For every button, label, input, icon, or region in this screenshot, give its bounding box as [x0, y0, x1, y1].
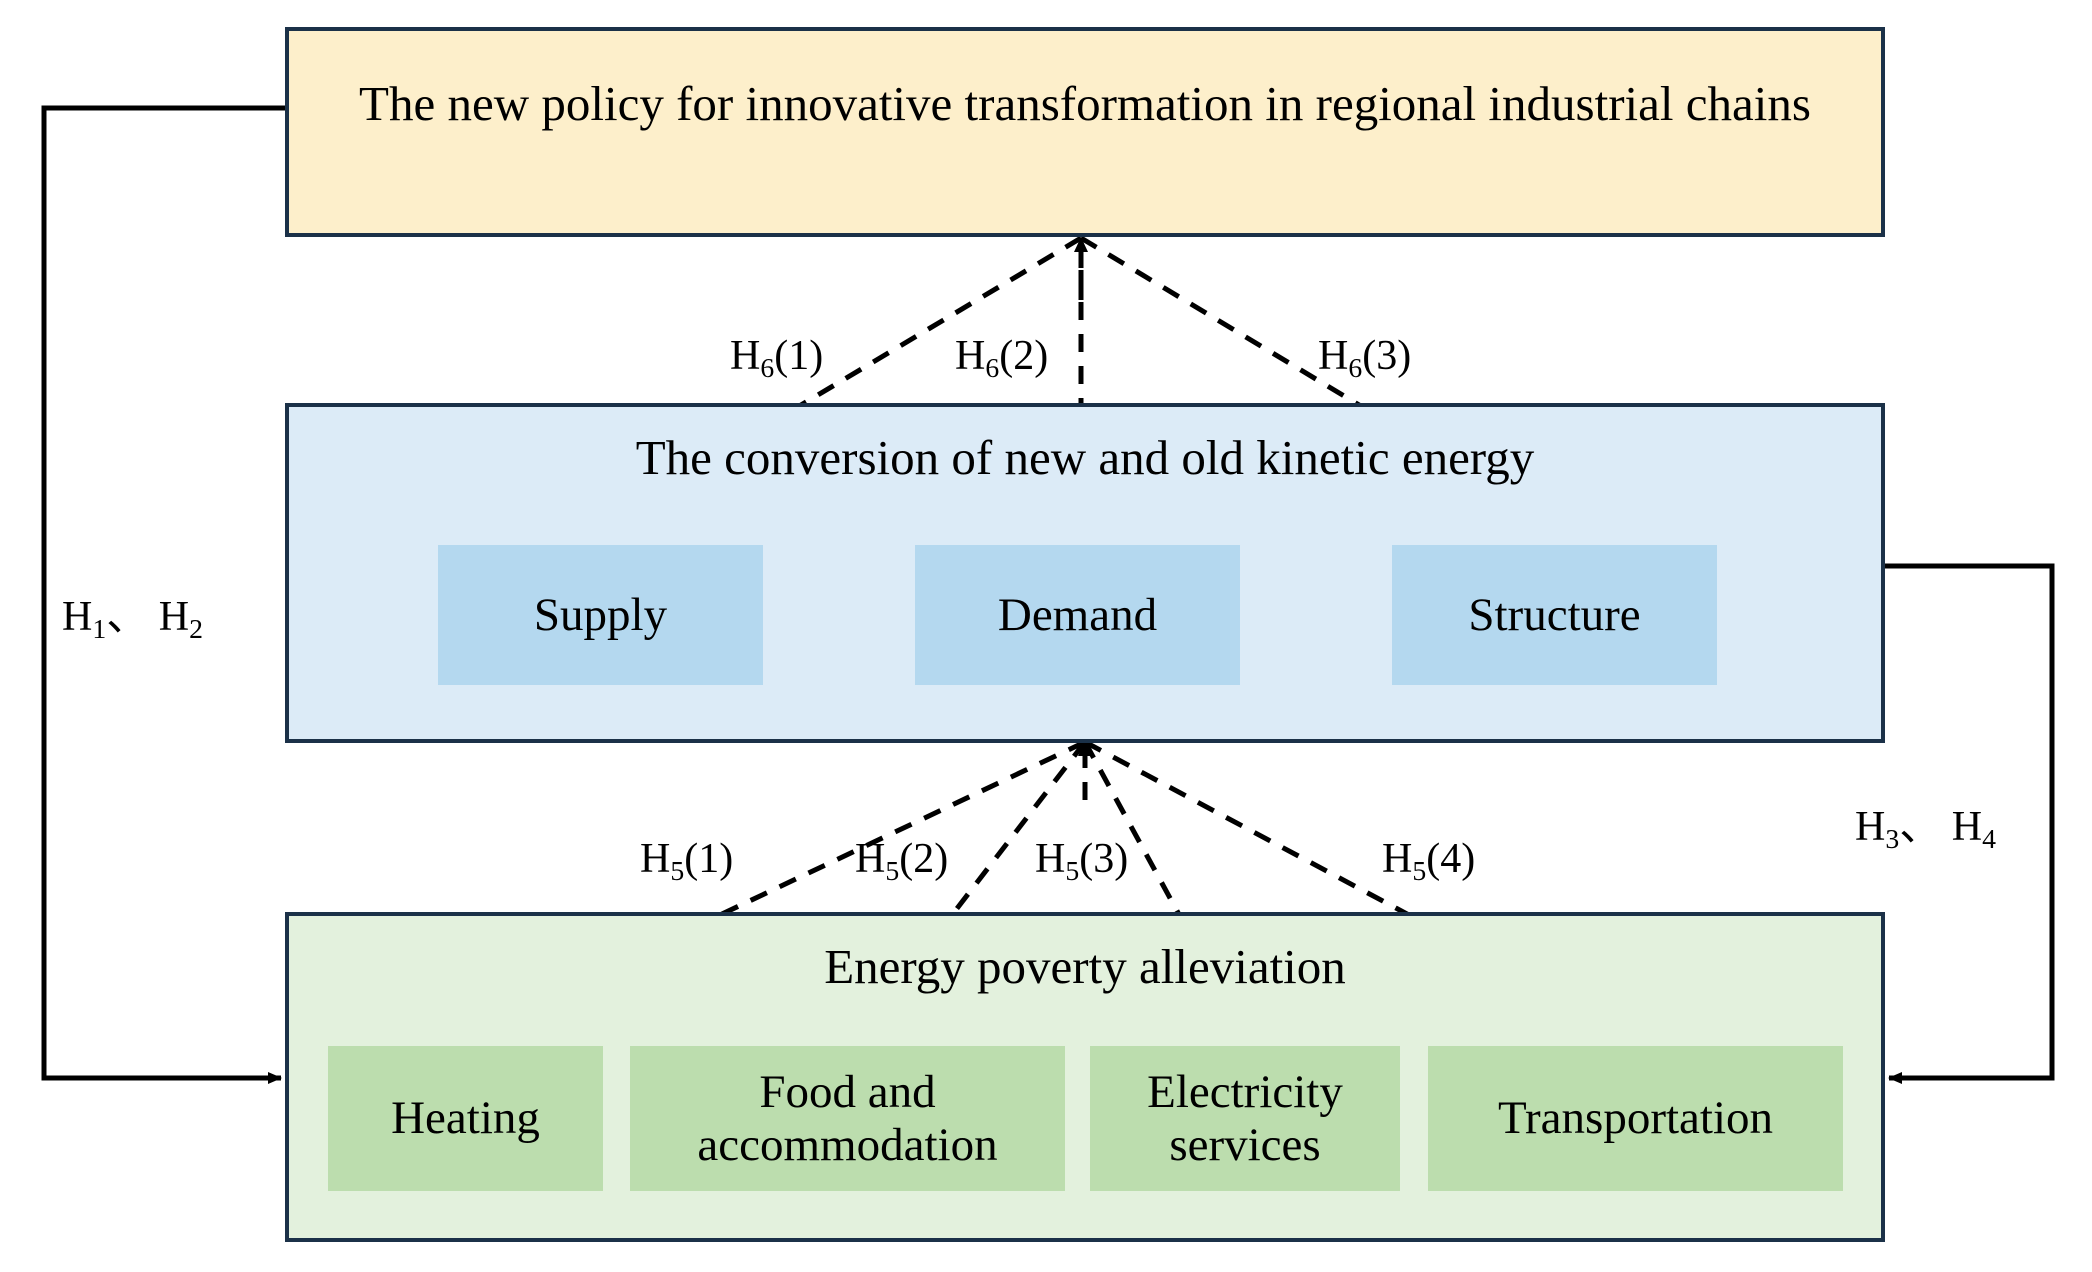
- h6-1-index: (1): [774, 333, 824, 379]
- node-heating-label: Heating: [391, 1092, 540, 1145]
- h6-3-sub: 6: [1348, 351, 1363, 383]
- hypothesis-label-h6-1: H6(1): [730, 332, 823, 384]
- node-demand[interactable]: Demand: [915, 545, 1240, 685]
- h5-1-index: (1): [684, 836, 734, 882]
- hypothesis-sub-2: 2: [189, 612, 203, 644]
- node-demand-label: Demand: [997, 588, 1158, 641]
- hypothesis-base-h1: H: [62, 594, 93, 640]
- node-food-and-accommodation[interactable]: Food and accommodation: [630, 1046, 1065, 1191]
- hypothesis-base-h3: H: [1855, 804, 1886, 850]
- hypothesis-base-h2: H: [158, 594, 190, 640]
- node-electricity-services[interactable]: Electricity services: [1090, 1046, 1400, 1191]
- h6-1-base: H: [730, 333, 761, 379]
- h6-3-base: H: [1318, 333, 1349, 379]
- node-heating[interactable]: Heating: [328, 1046, 603, 1191]
- h5-4-base: H: [1382, 836, 1413, 882]
- h5-4-index: (4): [1426, 836, 1476, 882]
- h5-2-index: (2): [899, 836, 949, 882]
- hypothesis-separator-right: 、: [1899, 804, 1942, 850]
- h6-1-sub: 6: [760, 351, 775, 383]
- policy-band-title: The new policy for innovative transforma…: [359, 76, 1811, 131]
- node-structure-label: Structure: [1468, 588, 1641, 641]
- h6-2-index: (2): [999, 333, 1049, 379]
- h6-2-sub: 6: [985, 351, 1000, 383]
- node-food-and-accommodation-label: Food and accommodation: [697, 1065, 998, 1171]
- node-electricity-services-label: Electricity services: [1147, 1065, 1343, 1171]
- h6-3-index: (3): [1362, 333, 1412, 379]
- hypothesis-base-h4: H: [1951, 804, 1983, 850]
- hypothesis-label-h6-3: H6(3): [1318, 332, 1411, 384]
- hypothesis-label-h6-2: H6(2): [955, 332, 1048, 384]
- h5-1-sub: 5: [670, 854, 685, 886]
- h5-1-base: H: [640, 836, 671, 882]
- node-structure[interactable]: Structure: [1392, 545, 1717, 685]
- node-supply-label: Supply: [533, 588, 668, 641]
- hypothesis-sub-3: 3: [1885, 822, 1900, 854]
- node-supply[interactable]: Supply: [438, 545, 763, 685]
- hypothesis-sub-4: 4: [1982, 822, 1996, 854]
- hypothesis-label-h5-1: H5(1): [640, 835, 733, 887]
- h5-3-base: H: [1035, 836, 1066, 882]
- node-transportation-label: Transportation: [1497, 1092, 1774, 1145]
- hypothesis-label-h5-2: H5(2): [855, 835, 948, 887]
- hypothesis-label-h5-3: H5(3): [1035, 835, 1128, 887]
- policy-band: The new policy for innovative transforma…: [285, 27, 1885, 237]
- hypothesis-label-h5-4: H5(4): [1382, 835, 1475, 887]
- h5-3-sub: 5: [1065, 854, 1080, 886]
- hypothesis-separator-left: 、: [106, 594, 149, 640]
- hypothesis-label-h3-h4: H3、 H4: [1855, 792, 1996, 855]
- node-transportation[interactable]: Transportation: [1428, 1046, 1843, 1191]
- h5-2-base: H: [855, 836, 886, 882]
- h5-2-sub: 5: [885, 854, 900, 886]
- energy-poverty-band-title: Energy poverty alleviation: [824, 939, 1346, 994]
- h6-2-base: H: [955, 333, 986, 379]
- h5-3-index: (3): [1079, 836, 1129, 882]
- hypothesis-label-h1-h2: H1、 H2: [62, 582, 203, 645]
- h5-4-sub: 5: [1412, 854, 1427, 886]
- hypothesis-sub-1: 1: [92, 612, 107, 644]
- kinetic-energy-band-title: The conversion of new and old kinetic en…: [635, 430, 1535, 485]
